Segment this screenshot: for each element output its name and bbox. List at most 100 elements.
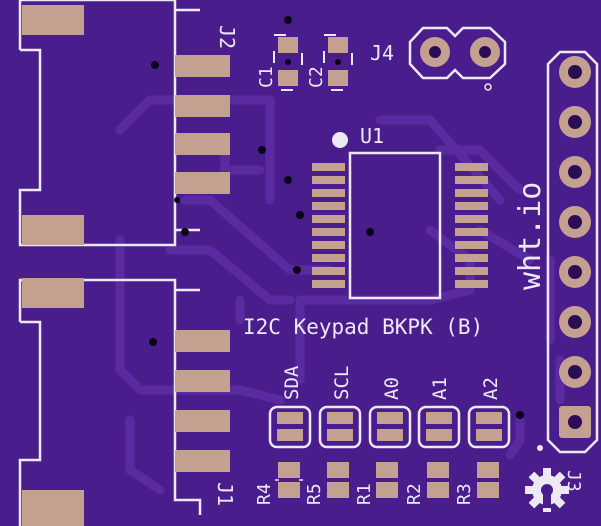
- j3-header: J3: [537, 50, 599, 492]
- jumper-pad: [476, 429, 502, 441]
- j1-outline-lower: [18, 320, 42, 526]
- jumper-outline: [417, 405, 461, 449]
- board-title: I2C Keypad BKPK (B): [243, 315, 483, 339]
- u1-pad: [455, 254, 488, 262]
- jumper-pad: [377, 429, 403, 441]
- jumper-pad: [377, 412, 403, 424]
- jumper-pad: [426, 412, 452, 424]
- j2-label: J2: [215, 25, 239, 49]
- j3-pin-hole: [568, 215, 582, 229]
- jumper-outline: [467, 405, 511, 449]
- r1-label: R1: [354, 483, 375, 505]
- r2-resistor: R2: [404, 462, 449, 505]
- u1-pad: [312, 189, 345, 197]
- j2-pin-pad: [175, 55, 230, 77]
- r5-resistor: R5: [304, 462, 349, 505]
- via: [284, 16, 292, 24]
- j2-outline: [18, 0, 200, 50]
- j2-pin-pad: [175, 133, 230, 155]
- jumper-label-sda: SDA: [281, 365, 303, 400]
- u1-pad: [455, 267, 488, 275]
- j1-outline-side: [173, 290, 202, 515]
- j3-pin-hole: [568, 265, 582, 279]
- j1-mount-pad-top: [22, 278, 84, 308]
- gear-tooth: [553, 471, 566, 484]
- via: [151, 61, 159, 69]
- jumper-label-a2: A2: [480, 377, 502, 400]
- u1-pin1-marker: [332, 132, 348, 148]
- c2-label: C2: [306, 66, 327, 88]
- jumper-pad: [327, 412, 353, 424]
- j1-pin-pad: [175, 330, 230, 352]
- j2-pin-pad: [175, 95, 230, 117]
- j4-header: J4: [370, 26, 507, 91]
- j4-label: J4: [370, 41, 394, 65]
- gear-tooth: [543, 468, 551, 477]
- j4-outline: [408, 26, 507, 80]
- u1-pad: [312, 254, 345, 262]
- u1-ic: U1: [312, 124, 488, 300]
- r3-resistor: R3: [454, 462, 499, 505]
- c2-outline: [323, 34, 353, 91]
- j1-pin-pad: [175, 370, 230, 392]
- gear-tooth: [528, 496, 541, 509]
- c2-pad: [328, 37, 348, 53]
- jumper-pad: [277, 412, 303, 424]
- j2-connector: J2: [18, 0, 239, 247]
- u1-pad: [312, 202, 345, 210]
- c1-capacitor: C1: [256, 34, 303, 91]
- r2-pad: [427, 462, 449, 478]
- j3-pin-hole: [568, 315, 582, 329]
- gear-icon: [525, 468, 569, 512]
- u1-pad: [312, 176, 345, 184]
- r3-label: R3: [454, 483, 475, 505]
- r4-label: R4: [254, 483, 275, 505]
- r4-pad: [278, 482, 300, 498]
- u1-outline: [348, 151, 442, 300]
- j1-mount-pad-bottom: [22, 490, 84, 526]
- via: [258, 146, 266, 154]
- u1-label: U1: [360, 124, 384, 148]
- via: [285, 59, 291, 65]
- j3-pin1-marker: [537, 445, 543, 451]
- u1-pad: [455, 228, 488, 236]
- jumper-label-a0: A0: [381, 377, 403, 400]
- c1-pad: [278, 37, 298, 53]
- r1-resistor: R1: [354, 462, 398, 505]
- r3-pad: [477, 462, 499, 478]
- j2-pin-pad: [175, 172, 230, 194]
- j4-pin-hole: [479, 46, 491, 58]
- r1-pad: [376, 462, 398, 478]
- u1-pad: [455, 163, 488, 171]
- jumper-outline: [318, 405, 362, 449]
- c2-pad: [328, 70, 348, 86]
- j1-connector: J1: [18, 278, 237, 526]
- u1-pad: [312, 267, 345, 275]
- j1-outline: [18, 278, 200, 322]
- c1-pad: [278, 70, 298, 86]
- jumper-outline: [268, 405, 312, 449]
- u1-pad: [312, 241, 345, 249]
- r4-pad: [278, 462, 300, 478]
- j1-pin-pad: [175, 410, 230, 432]
- j1-label: J1: [213, 482, 237, 506]
- via: [335, 59, 341, 65]
- jumper-a2: [467, 405, 511, 449]
- vias: [149, 16, 524, 419]
- gear-tooth: [528, 471, 541, 484]
- resistors: R4 R5 R1 R2 R3: [254, 462, 499, 505]
- j2-outline-lower: [18, 48, 200, 247]
- j2-mount-pad-top: [22, 5, 84, 35]
- jumper-a1: [417, 405, 461, 449]
- jumper-scl: [318, 405, 362, 449]
- j3-pin-hole: [568, 165, 582, 179]
- j3-pins: [559, 56, 591, 438]
- r5-pad: [327, 462, 349, 478]
- brand-label: wht.io: [513, 182, 548, 290]
- u1-right-pads: [455, 163, 488, 288]
- gear-hole: [541, 484, 553, 496]
- u1-pad: [312, 228, 345, 236]
- via: [149, 338, 157, 346]
- via: [516, 411, 524, 419]
